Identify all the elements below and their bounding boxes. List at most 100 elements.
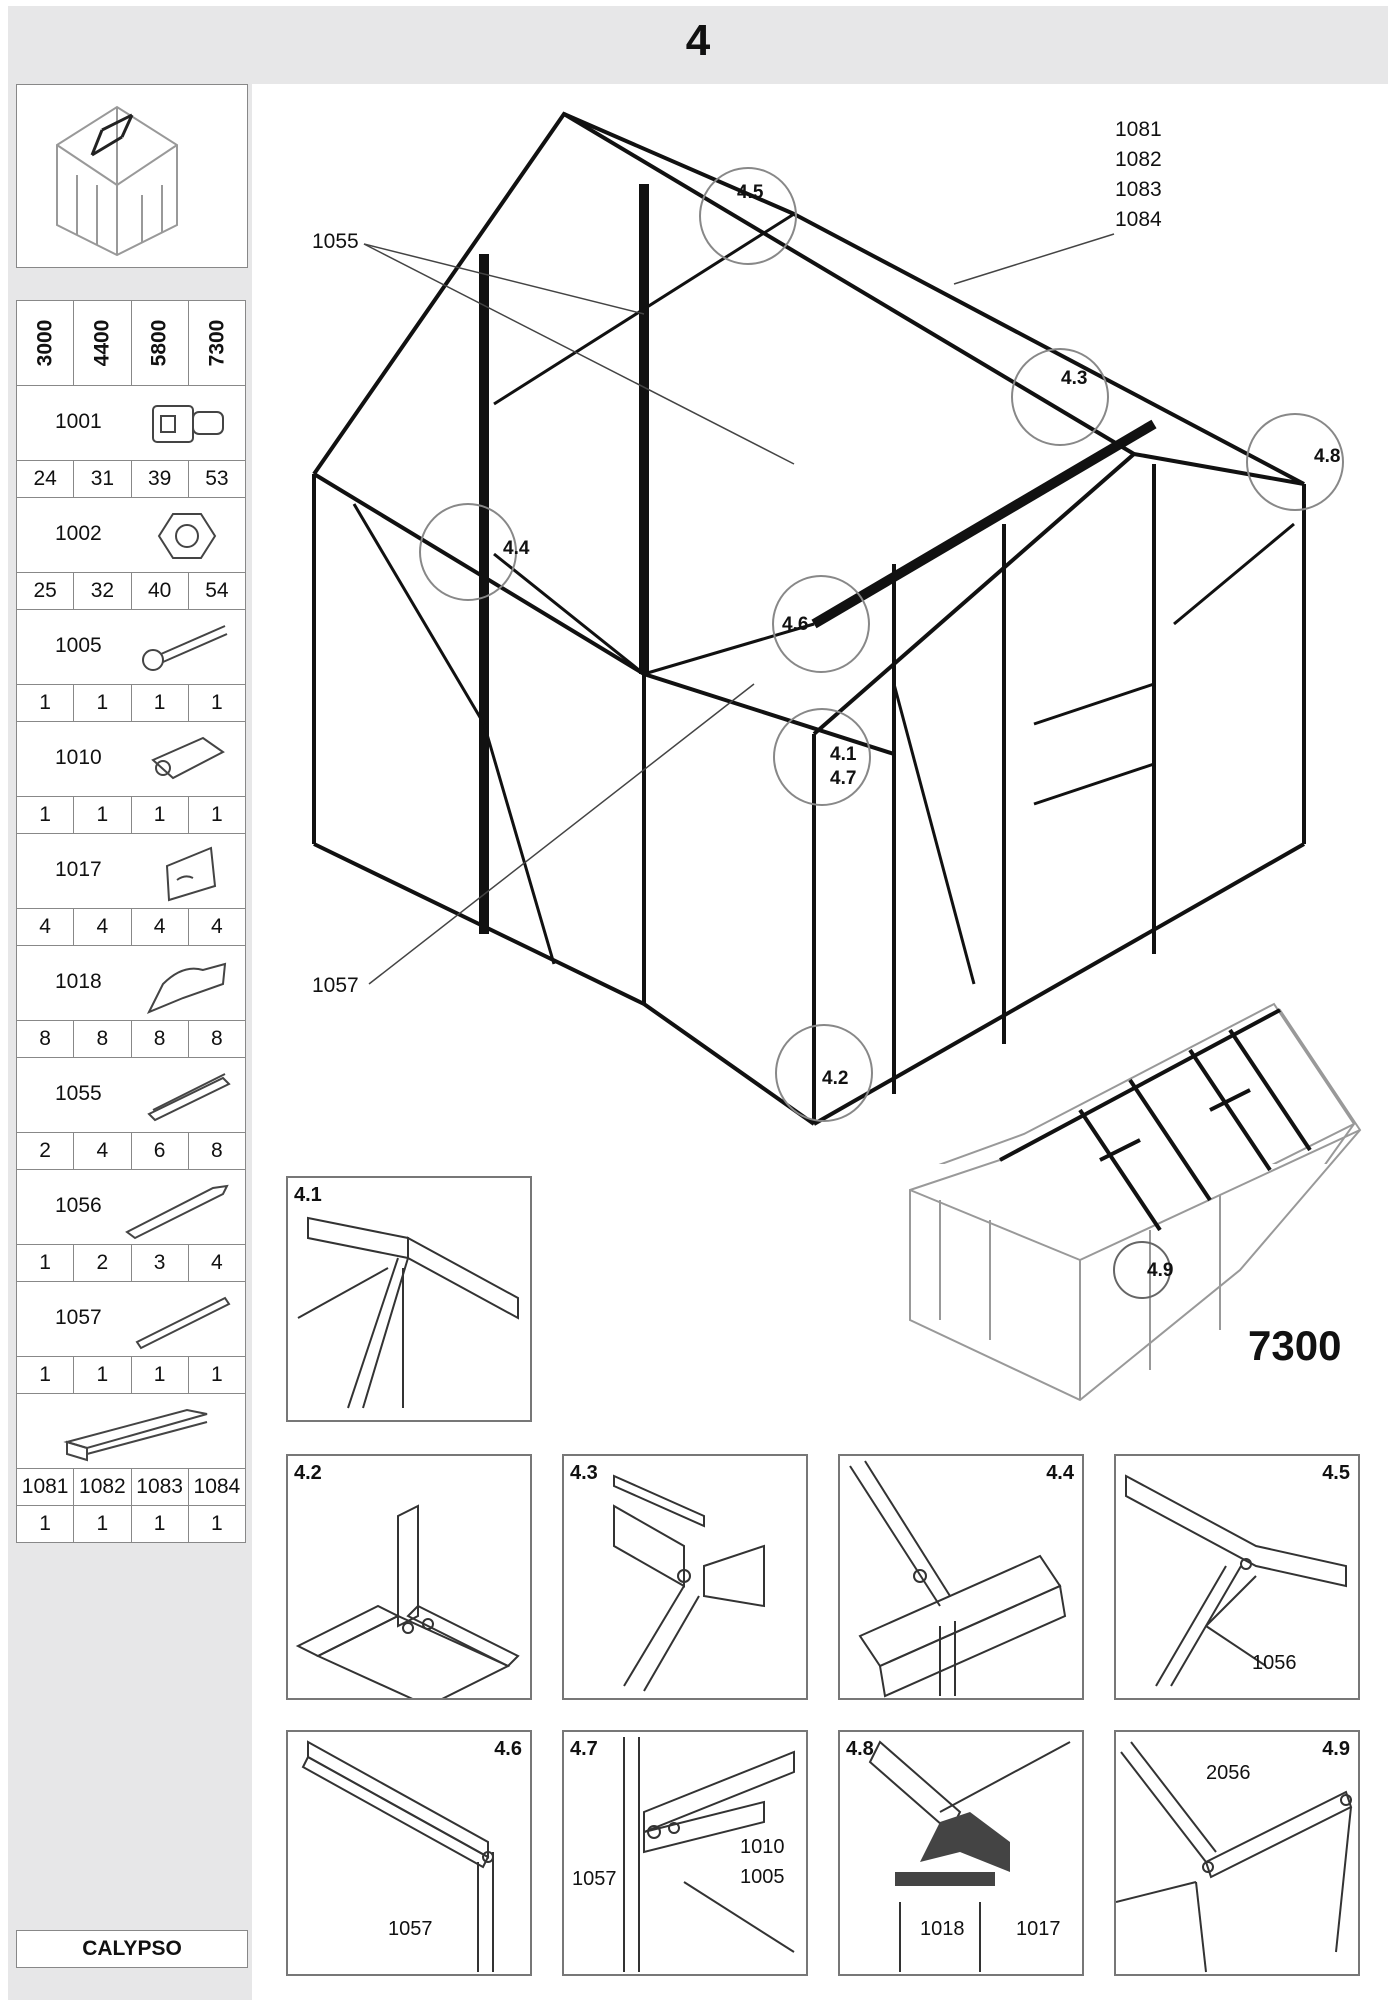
models-header-row: 3000 4400 5800 7300 (15, 300, 247, 386)
detail-illustration (623, 1737, 795, 1972)
detail-panel-4-4: 4.4 (838, 1454, 1084, 1700)
ridge-part-label: 1081 (1115, 118, 1162, 141)
ridge-part-label: 1082 (1115, 148, 1162, 171)
part-row: 1002 (16, 497, 246, 573)
part-row: 1055 (16, 1057, 246, 1133)
detail-reference: 4.9 (1147, 1260, 1174, 1281)
detail-part-label: 1057 (572, 1868, 617, 1890)
detail-illustration (613, 1474, 765, 1692)
detail-part-label: 2056 (1206, 1762, 1251, 1784)
detail-label: 4.9 (1322, 1738, 1350, 1760)
connector-part-icon (152, 405, 224, 443)
detail-reference: 4.1 (830, 744, 857, 765)
detail-panel-4-7: 4.7 1010 1005 1057 (562, 1730, 808, 1976)
page-header: 4 (8, 6, 1388, 84)
detail-illustration (1125, 1474, 1347, 1687)
part-id: 1005 (55, 634, 102, 657)
detail-illustration (295, 1504, 520, 1708)
part-id: 1002 (55, 522, 102, 545)
bolt-icon (142, 625, 228, 671)
part-row: 1005 (16, 609, 246, 685)
part-row: 1017 (16, 833, 246, 909)
part-row: 1010 (16, 721, 246, 797)
detail-reference: 4.2 (822, 1068, 849, 1089)
detail-illustration (301, 1740, 494, 1972)
detail-part-label: 1018 (920, 1918, 965, 1940)
detail-panel-4-5: 4.5 1056 (1114, 1454, 1360, 1700)
detail-part-label: 1057 (388, 1918, 433, 1940)
detail-reference: 4.5 (737, 182, 764, 203)
strut-icon (125, 1184, 229, 1240)
rail-icon (147, 1073, 231, 1122)
part-id: 1018 (55, 970, 102, 993)
detail-reference: 4.7 (830, 768, 857, 789)
detail-part-label: 1010 (740, 1836, 785, 1858)
ridge-part-label: 1083 (1115, 178, 1162, 201)
model-7300-diagram (909, 1008, 1362, 1402)
detail-label: 4.1 (294, 1184, 322, 1206)
part-id: 1057 (55, 1306, 102, 1329)
detail-label: 4.7 (570, 1738, 598, 1760)
bar-icon (135, 1296, 231, 1350)
greenhouse-assembly-drawing (312, 111, 1356, 1164)
bracket-icon (165, 846, 217, 902)
model-header: 4400 (90, 319, 114, 367)
detail-label: 4.8 (846, 1738, 874, 1760)
detail-reference: 4.3 (1061, 368, 1088, 389)
detail-panel-4-2: 4.2 (286, 1454, 532, 1708)
part-id: 1055 (55, 1082, 102, 1105)
detail-reference: 4.4 (503, 538, 530, 559)
page-number: 4 (685, 16, 711, 65)
detail-panel-4-1: 4.1 (286, 1176, 532, 1422)
end-cap-icon (146, 962, 227, 1014)
detail-panel-4-6: 4.6 1057 (286, 1730, 532, 1976)
part-id: 1056 (55, 1194, 102, 1217)
detail-panel-4-8: 4.8 1018 1017 (838, 1730, 1084, 1976)
part-id: 1017 (55, 858, 102, 881)
part-id: 1010 (55, 746, 102, 769)
sleeve-icon (151, 736, 225, 780)
part-1055-label: 1055 (312, 230, 359, 253)
detail-reference: 4.6 (782, 614, 809, 635)
detail-part-label: 1017 (1016, 1918, 1061, 1940)
part-row: 1001 (16, 385, 246, 461)
detail-illustration (868, 1740, 1071, 1972)
greenhouse-thumbnail-icon (56, 105, 178, 257)
hex-nut-icon (157, 513, 217, 559)
detail-label: 4.4 (1046, 1462, 1074, 1484)
detail-illustration (1115, 1741, 1353, 1973)
model-header: 7300 (204, 319, 228, 367)
ridge-profile-icon (63, 1408, 208, 1462)
part-row: 1056 (16, 1169, 246, 1245)
detail-part-label: 1005 (740, 1866, 785, 1888)
detail-label: 4.5 (1322, 1462, 1350, 1484)
detail-illustration (849, 1460, 1067, 1698)
detail-illustration (297, 1216, 519, 1409)
detail-label: 4.6 (494, 1738, 522, 1760)
ridge-part-label: 1084 (1115, 208, 1162, 231)
part-row: 1057 (16, 1281, 246, 1357)
greenhouse-overview-thumbnail (16, 84, 248, 268)
ridge-part-row (16, 1393, 246, 1469)
detail-label: 4.3 (570, 1462, 598, 1484)
detail-label: 4.2 (294, 1462, 322, 1484)
detail-reference: 4.8 (1314, 446, 1341, 467)
detail-panel-4-9: 4.9 2056 (1114, 1730, 1360, 1976)
part-id: 1001 (55, 410, 102, 433)
detail-part-label: 1056 (1252, 1652, 1297, 1674)
part-row: 1018 (16, 945, 246, 1021)
model-header: 5800 (147, 319, 171, 367)
part-1057-label: 1057 (312, 974, 359, 997)
